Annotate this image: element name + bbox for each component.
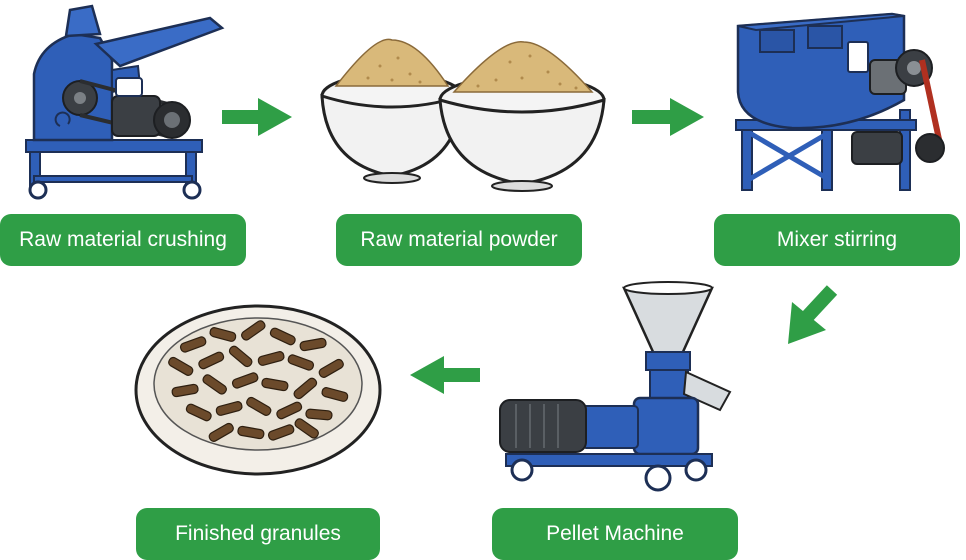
pellet-mill-icon	[499, 281, 732, 492]
step-label-raw-material-powder: Raw material powder	[336, 214, 582, 266]
step-label-raw-material-crushing: Raw material crushing	[0, 214, 246, 266]
flow-arrow-icon	[410, 356, 480, 394]
flow-arrow-icon	[222, 98, 292, 136]
step-label-finished-granules: Finished granules	[136, 508, 380, 560]
flow-arrow-icon	[632, 98, 704, 136]
powder-bowls-icon	[320, 38, 606, 192]
hammer-mill-icon	[25, 4, 225, 200]
flow-arrow-icon	[788, 285, 838, 344]
pellet-plate-icon	[134, 304, 382, 476]
horizontal-mixer-icon	[735, 12, 945, 191]
step-label-mixer-stirring: Mixer stirring	[714, 214, 960, 266]
step-label-pellet-machine: Pellet Machine	[492, 508, 738, 560]
